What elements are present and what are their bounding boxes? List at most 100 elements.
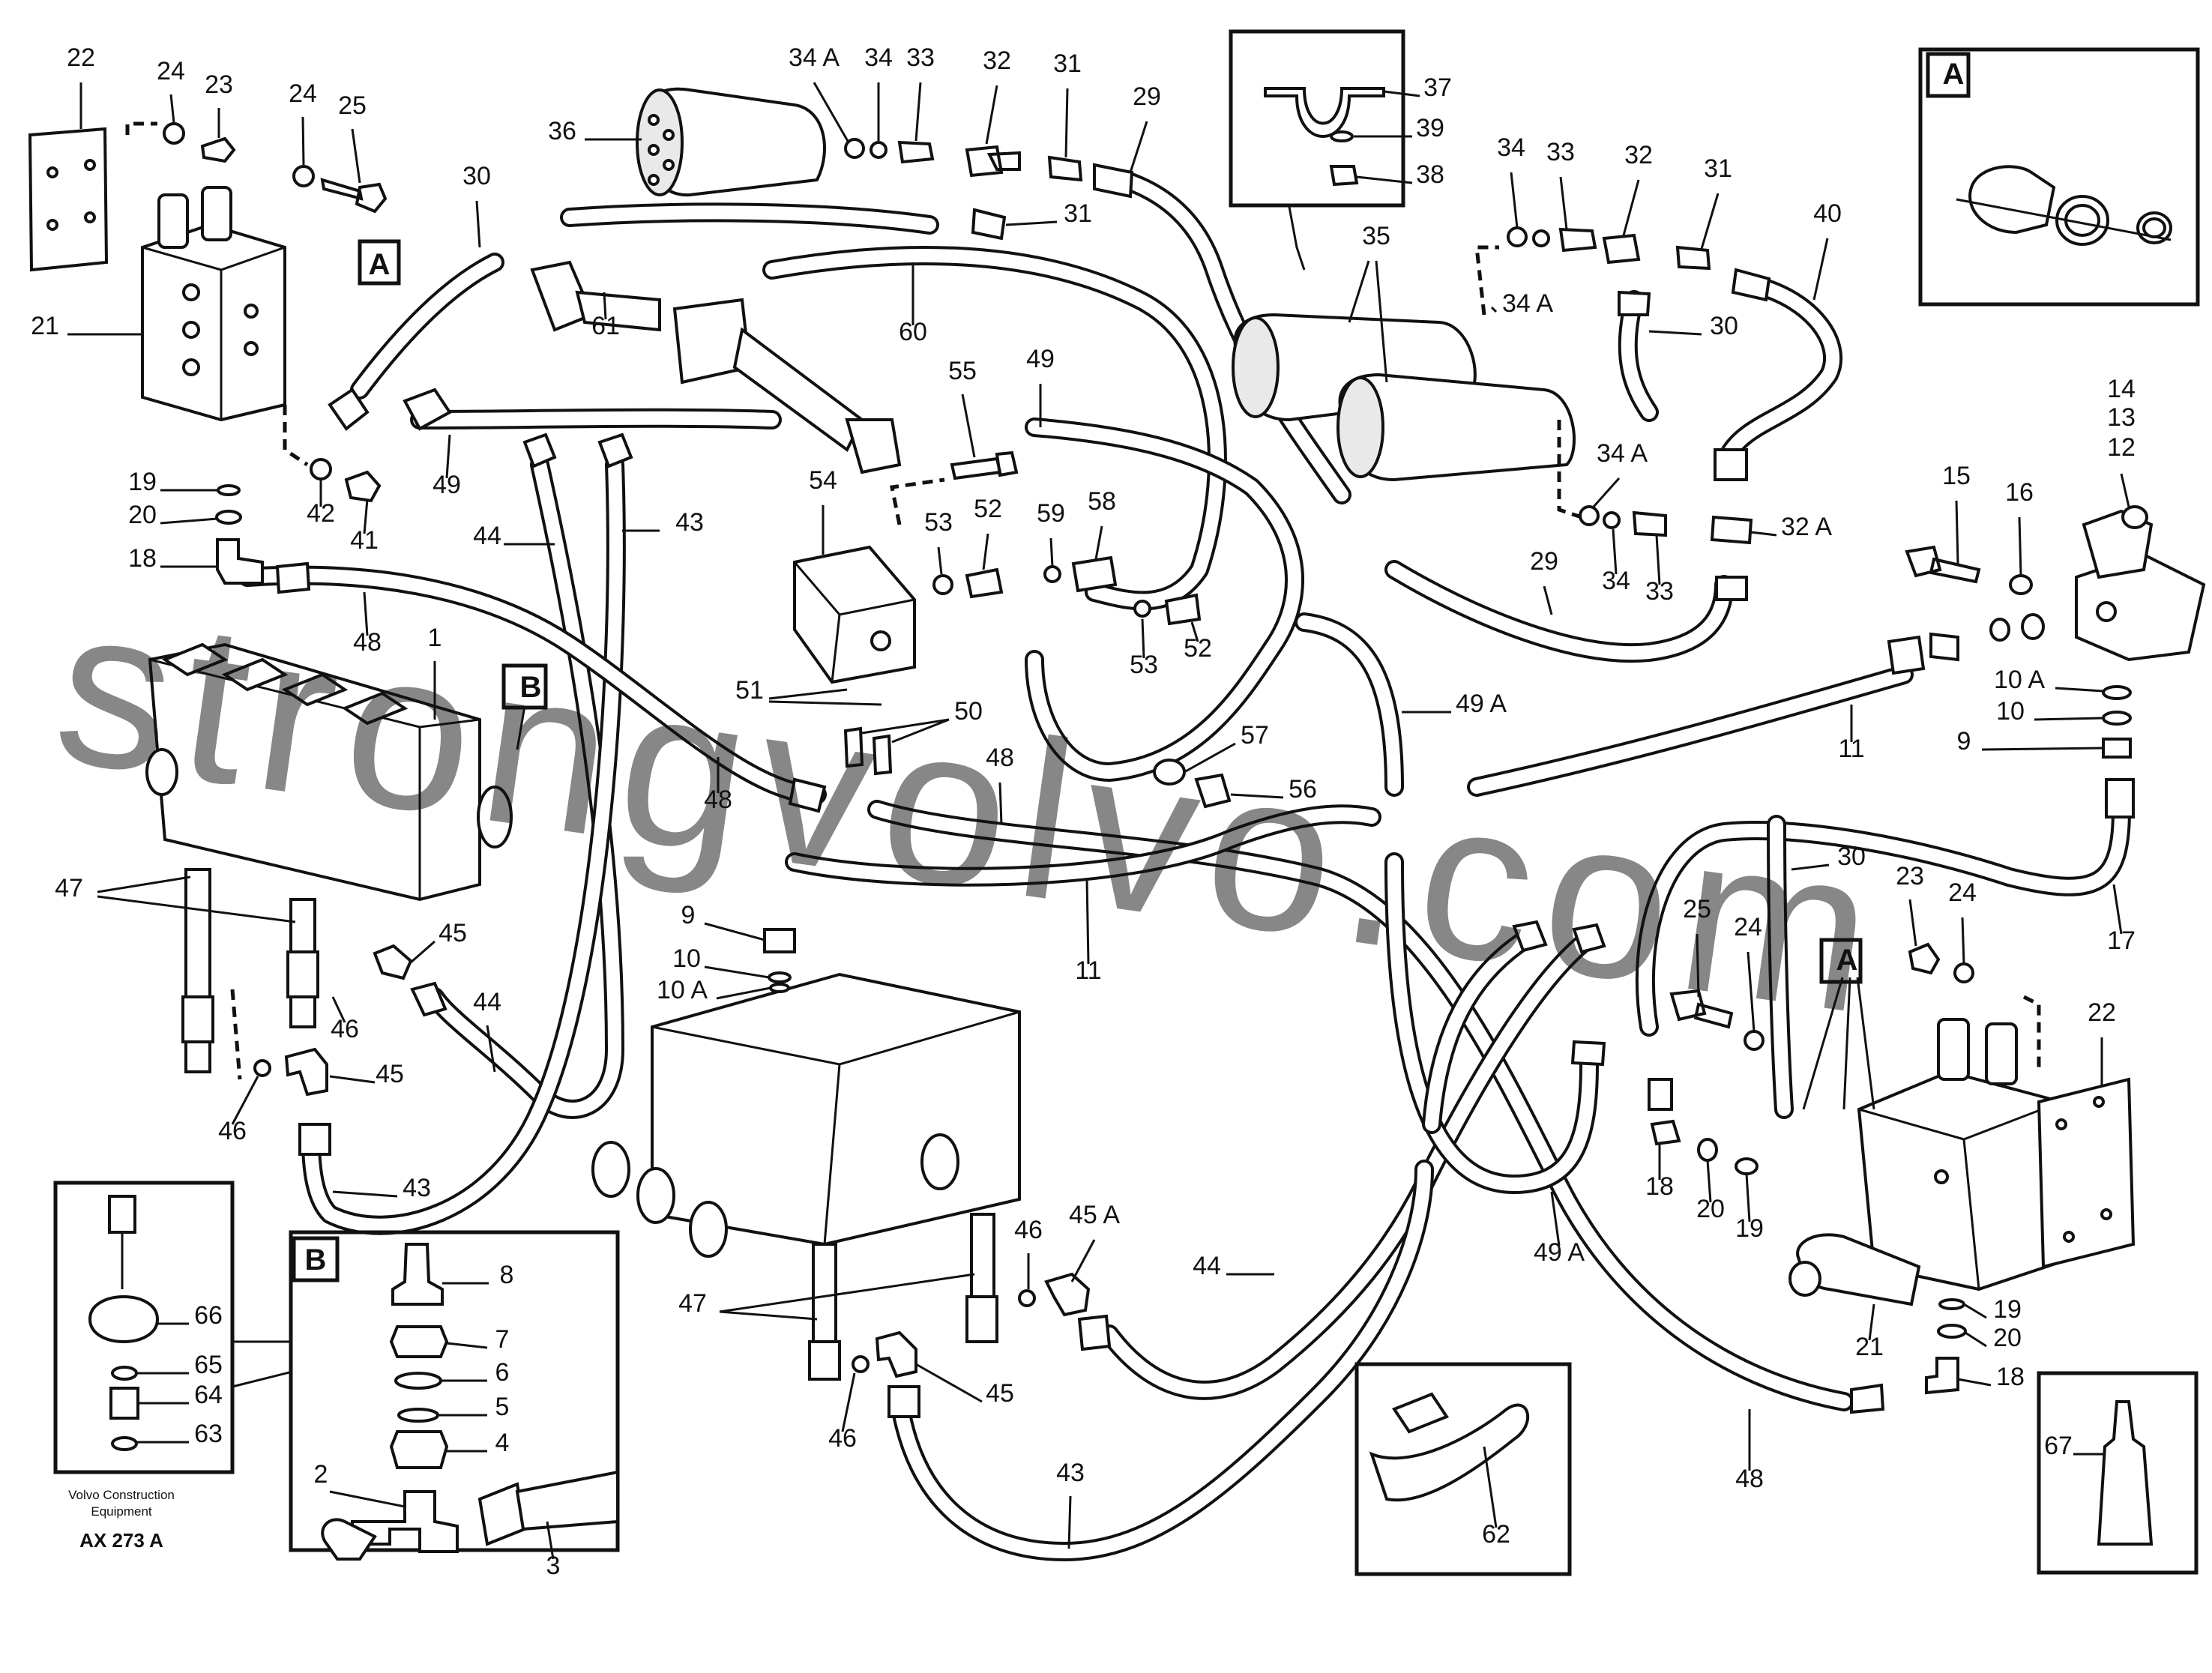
callout-30: 30 — [1837, 842, 1866, 871]
callout-48: 48 — [353, 628, 382, 657]
callout-34a: 34 A — [1502, 289, 1553, 318]
callout-52: 52 — [1184, 634, 1212, 663]
callout-50: 50 — [954, 697, 983, 726]
callout-42: 42 — [307, 499, 335, 528]
callout-46: 46 — [331, 1015, 359, 1043]
callout-31: 31 — [1704, 154, 1732, 183]
elbow-45-left-a — [373, 944, 413, 980]
callout-49: 49 — [1026, 345, 1055, 373]
callout-44: 44 — [473, 988, 501, 1016]
callout-10: 10 — [1996, 697, 2025, 726]
callout-32: 32 — [1624, 141, 1653, 169]
adapter-4 — [389, 1430, 449, 1469]
callout-12: 12 — [2107, 433, 2136, 462]
callout-53: 53 — [924, 508, 953, 537]
callout-43: 43 — [1056, 1459, 1085, 1487]
clip-62 — [1369, 1403, 1529, 1502]
callout-3: 3 — [546, 1552, 561, 1580]
callout-64: 64 — [194, 1381, 223, 1409]
callout-57: 57 — [1241, 721, 1269, 750]
callout-35: 35 — [1362, 222, 1390, 250]
callout-32a: 32 A — [1781, 513, 1832, 541]
section-marker-b: B — [520, 671, 542, 704]
callout-48: 48 — [986, 744, 1014, 772]
callout-10a: 10 A — [1994, 666, 2045, 694]
callout-60: 60 — [899, 318, 927, 346]
callout-2: 2 — [314, 1460, 328, 1489]
callout-14: 14 — [2107, 375, 2136, 403]
clamp-37 — [1264, 87, 1385, 138]
callout-21: 21 — [31, 312, 59, 340]
section-marker-a: A — [1943, 58, 1965, 91]
bottle-67 — [2097, 1400, 2154, 1546]
callout-37: 37 — [1423, 73, 1452, 102]
sensor-66 — [88, 1295, 160, 1343]
drawing-code: AX 273 A — [79, 1529, 163, 1552]
callout-10a: 10 A — [657, 976, 708, 1004]
callout-45: 45 — [986, 1379, 1014, 1408]
callout-40: 40 — [1813, 199, 1842, 228]
plug-41 — [344, 470, 382, 503]
callout-23: 23 — [1896, 862, 1924, 890]
detail-box-sensor-stack — [53, 1181, 235, 1474]
bracket-plate-left — [28, 127, 109, 272]
callout-43: 43 — [403, 1174, 431, 1202]
elbow-45-left-b — [284, 1047, 328, 1097]
callout-13: 13 — [2107, 403, 2136, 432]
hose-3 — [515, 1470, 619, 1531]
tee-32-right — [1602, 233, 1641, 265]
callout-11: 11 — [1838, 735, 1864, 763]
tee-2 — [351, 1490, 459, 1553]
detail-b-marker: B — [305, 1244, 327, 1276]
tee-32-top — [965, 145, 1021, 178]
callout-45: 45 — [439, 919, 467, 947]
switch-8 — [391, 1243, 444, 1306]
washer-24 — [163, 122, 185, 145]
callout-10: 10 — [672, 944, 701, 973]
callout-16: 16 — [2005, 478, 2034, 507]
tee-32A — [1710, 515, 1753, 545]
callout-5: 5 — [495, 1393, 510, 1421]
callout-11: 11 — [1075, 956, 1101, 985]
publisher-line-1: Volvo Construction — [68, 1488, 175, 1502]
sensor-26 — [1968, 165, 2056, 235]
callout-34: 34 — [1497, 133, 1525, 162]
callout-38: 38 — [1416, 160, 1444, 189]
callout-20: 20 — [128, 501, 157, 529]
callout-62: 62 — [1482, 1520, 1510, 1549]
callout-21: 21 — [1855, 1333, 1884, 1361]
callout-32: 32 — [983, 46, 1011, 75]
callout-9: 9 — [1957, 727, 1971, 756]
washer-42 — [310, 458, 332, 480]
callout-19: 19 — [128, 468, 157, 496]
callout-63: 63 — [194, 1420, 223, 1448]
elbow-45A-centre — [1044, 1272, 1091, 1317]
callout-19: 19 — [1735, 1214, 1764, 1243]
adapter-64 — [109, 1387, 139, 1420]
detail-box-bottle — [2037, 1371, 2199, 1575]
elbow-18-left — [216, 538, 264, 585]
callout-66: 66 — [194, 1301, 223, 1330]
components — [28, 29, 2206, 1576]
callout-59: 59 — [1037, 499, 1065, 528]
bolt-23 — [200, 136, 236, 163]
callout-56: 56 — [1289, 775, 1317, 804]
callout-54: 54 — [809, 466, 837, 495]
callout-49: 49 — [433, 471, 461, 499]
callout-24: 24 — [157, 57, 185, 85]
publisher-line-2: Equipment — [91, 1504, 152, 1519]
callout-29: 29 — [1530, 547, 1558, 576]
callout-61: 61 — [591, 312, 620, 340]
callout-30: 30 — [462, 162, 491, 190]
callout-46: 46 — [1014, 1216, 1043, 1244]
callout-48: 48 — [704, 786, 732, 814]
callout-22: 22 — [2088, 998, 2116, 1027]
callout-18: 18 — [1996, 1363, 2025, 1391]
callout-19: 19 — [1993, 1295, 2022, 1324]
callout-46: 46 — [218, 1117, 247, 1145]
watermark: strongvolvo.com — [43, 557, 1899, 1064]
callout-39: 39 — [1416, 114, 1444, 142]
callout-53: 53 — [1130, 651, 1158, 679]
